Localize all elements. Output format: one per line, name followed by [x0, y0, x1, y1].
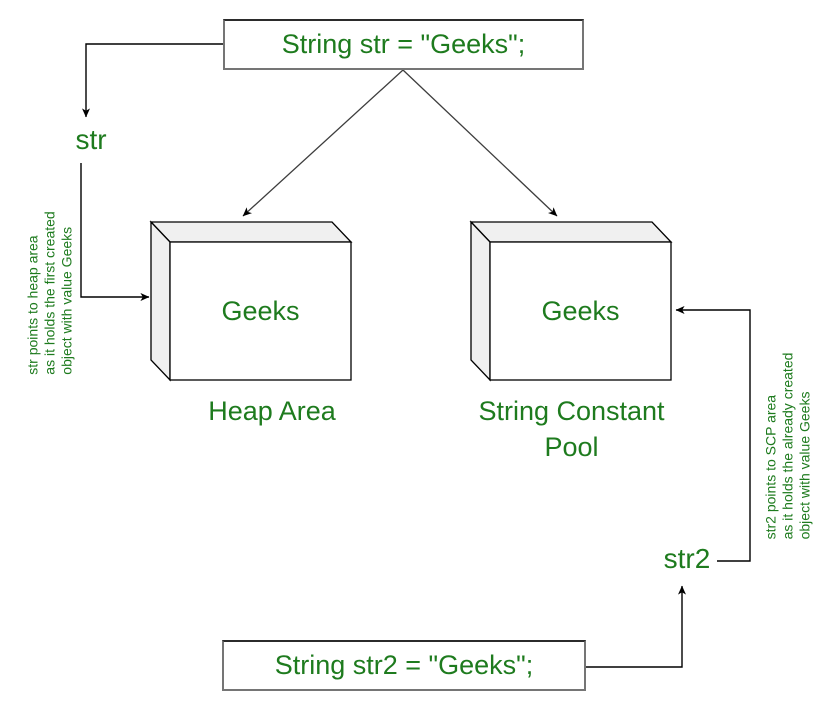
str2-reference-label: str2 — [663, 543, 711, 574]
str2-declaration-box: String str2 = "Geeks"; — [222, 640, 586, 691]
arrow-declaration-to-str — [82, 43, 224, 118]
str-annotation: str points to heap area as it holds the … — [25, 211, 76, 374]
str-declaration-box: String str = "Geeks"; — [223, 19, 584, 70]
str-annotation-line3: object with value Geeks — [58, 226, 75, 375]
scp-area-label: String Constant Pool — [478, 396, 665, 462]
scp-box-3d — [469, 220, 673, 382]
scp-box-value: Geeks — [541, 295, 620, 326]
arrow-declaration-to-heap — [242, 69, 404, 217]
arrow-str2-to-scp-box — [675, 306, 751, 562]
arrow-declaration-to-scp — [402, 69, 558, 217]
heap-box-3d — [149, 220, 353, 382]
heap-box-front-face — [169, 241, 352, 381]
scp-box-left-face — [470, 220, 491, 382]
heap-box-top-face — [149, 221, 353, 243]
arrow-str-to-heap-box — [80, 163, 150, 301]
str-annotation-line1: str points to heap area — [24, 235, 41, 375]
heap-box-value: Geeks — [221, 295, 300, 326]
str2-annotation-line3: object with value Geeks — [796, 391, 813, 540]
heap-area-label: Heap Area — [208, 396, 336, 426]
str-annotation-line2: as it holds the first created — [41, 211, 58, 375]
heap-box-left-face — [150, 220, 171, 382]
scp-box-top-face — [469, 221, 673, 243]
str2-annotation-line2: as it holds the already created — [779, 352, 796, 540]
str2-annotation: str2 points to SCP area as it holds the … — [763, 353, 814, 540]
scp-box-front-face — [489, 241, 672, 381]
arrow-declaration2-to-str2 — [585, 585, 686, 668]
str2-annotation-line1: str2 points to SCP area — [762, 394, 779, 540]
str-reference-label: str — [75, 124, 107, 155]
